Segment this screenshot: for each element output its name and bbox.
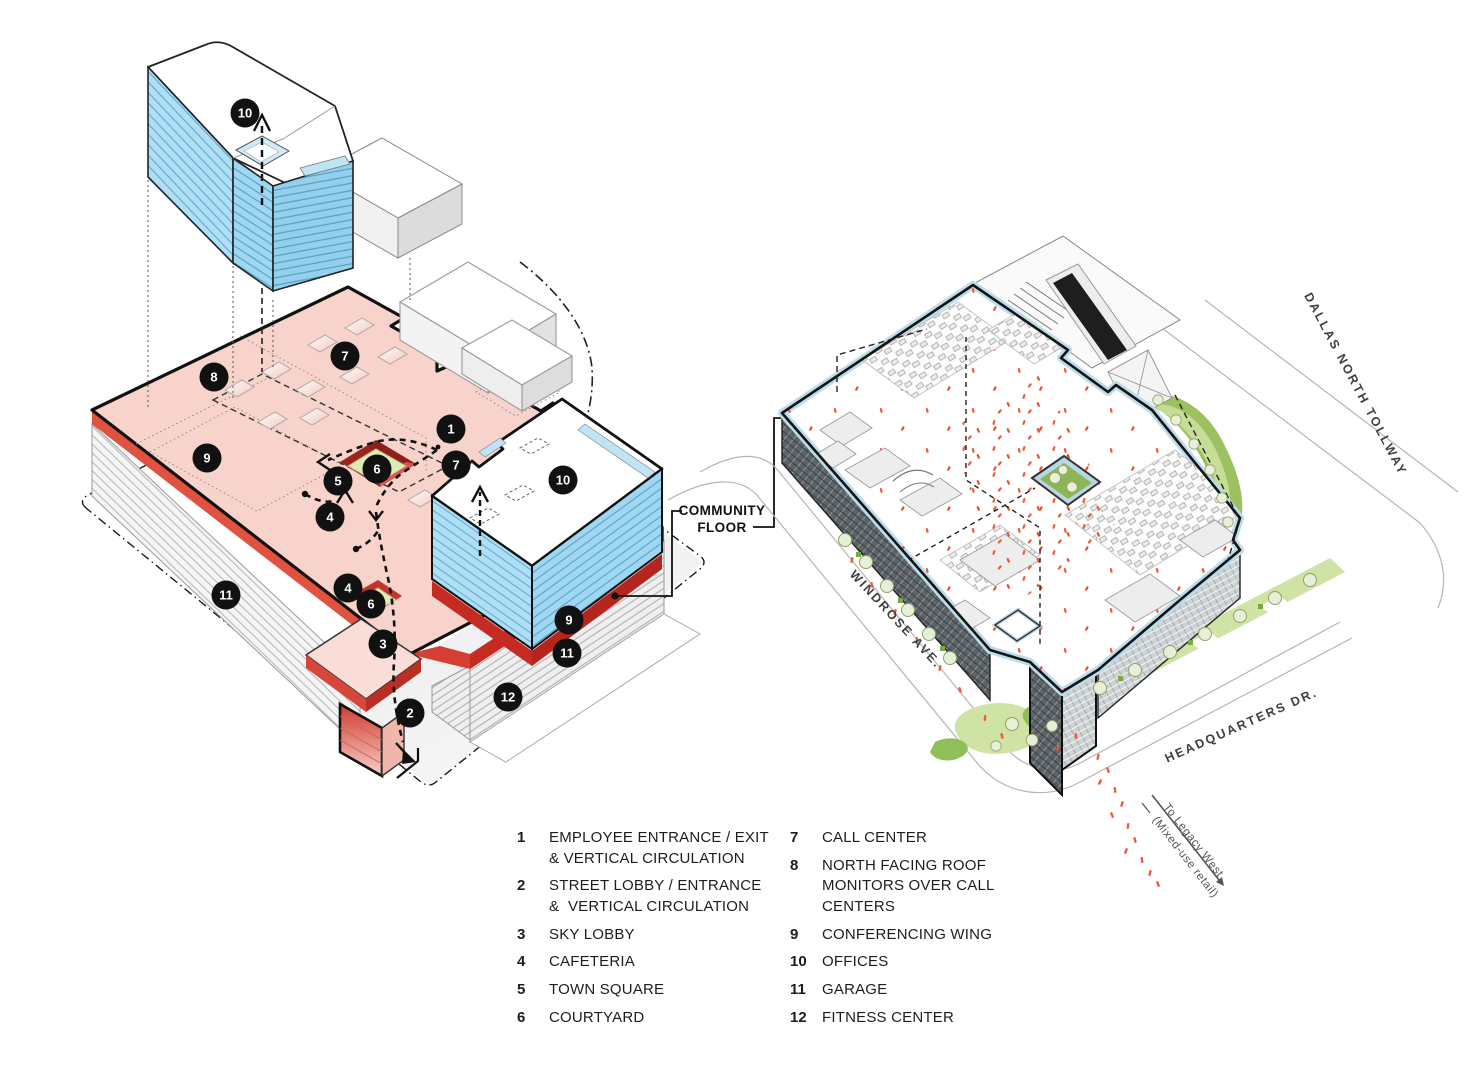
marker-3: 3 bbox=[368, 629, 398, 659]
legend-item-6: 6 COURTYARD bbox=[517, 1008, 777, 1029]
community-floor-label-line2: FLOOR bbox=[697, 520, 746, 535]
street-trees bbox=[838, 394, 1317, 752]
legend-item-number: 12 bbox=[790, 1008, 807, 1026]
svg-text:10: 10 bbox=[556, 473, 570, 488]
legend-item-3: 3 SKY LOBBY bbox=[517, 925, 777, 946]
marker-7: 7 bbox=[441, 450, 471, 480]
community-floor-label-line1: COMMUNITY bbox=[679, 503, 766, 518]
legend-item-10: 10 OFFICES bbox=[790, 952, 1040, 973]
legend-column-1: 1 EMPLOYEE ENTRANCE / EXIT & VERTICAL CIR… bbox=[517, 828, 777, 1036]
marker-7: 7 bbox=[330, 341, 360, 371]
legend-item-12: 12 FITNESS CENTER bbox=[790, 1008, 1040, 1029]
projection-lines bbox=[147, 180, 411, 408]
north-white-building bbox=[398, 261, 574, 412]
legend-item-label: GARAGE bbox=[822, 981, 888, 999]
marker-9: 9 bbox=[554, 605, 584, 635]
marker-11: 11 bbox=[552, 638, 582, 668]
svg-text:1: 1 bbox=[447, 422, 454, 437]
legend-item-number: 1 bbox=[517, 829, 526, 846]
legend-item-number: 5 bbox=[517, 981, 526, 999]
marker-1: 1 bbox=[436, 414, 466, 444]
program-zone-dotted-lines bbox=[127, 335, 562, 512]
svg-text:4: 4 bbox=[326, 510, 334, 525]
svg-text:12: 12 bbox=[501, 690, 515, 705]
marker-5: 5 bbox=[323, 466, 353, 496]
legend-item-label: FITNESS CENTER bbox=[822, 1008, 954, 1026]
legend-item-11: 11 GARAGE bbox=[790, 980, 1040, 1001]
legend-item-2: 2 STREET LOBBY / ENTRANCE & VERTICAL CIRC… bbox=[517, 876, 777, 917]
office-tower-on-plate bbox=[430, 397, 664, 666]
legend-item-1: 1 EMPLOYEE ENTRANCE / EXIT & VERTICAL CIR… bbox=[517, 828, 777, 869]
marker-10: 10 bbox=[548, 465, 578, 495]
legend-item-label: CAFETERIA bbox=[549, 953, 635, 971]
office-tower-exploded bbox=[147, 41, 354, 293]
legend-item-7: 7 CALL CENTER bbox=[790, 828, 1040, 849]
svg-text:5: 5 bbox=[334, 474, 341, 489]
future-phase-dashdot bbox=[519, 261, 594, 453]
legend-item-number: 10 bbox=[790, 953, 807, 971]
marker-12: 12 bbox=[493, 682, 523, 712]
legend-column-2: 7 CALL CENTER 8 NORTH FACING ROOF MONITORS … bbox=[790, 828, 1040, 1036]
svg-text:9: 9 bbox=[565, 613, 572, 628]
legend-item-number: 3 bbox=[517, 925, 526, 943]
legend-item-5: 5 TOWN SQUARE bbox=[517, 980, 777, 1001]
svg-text:7: 7 bbox=[452, 458, 459, 473]
marker-9: 9 bbox=[192, 443, 222, 473]
svg-text:11: 11 bbox=[219, 588, 233, 603]
legend-item-number: 6 bbox=[517, 1008, 526, 1026]
marker-10: 10 bbox=[230, 98, 260, 128]
legend-item-number: 7 bbox=[790, 829, 799, 846]
legend-item-label: CONFERENCING WING bbox=[822, 925, 993, 943]
site-boundary-dashdot bbox=[81, 336, 705, 786]
legend-item-label: NORTH FACING ROOF MONITORS OVER CALL CEN… bbox=[822, 856, 995, 916]
svg-text:11: 11 bbox=[560, 646, 574, 661]
exit-arrowhead bbox=[402, 749, 416, 764]
marker-4: 4 bbox=[333, 573, 363, 603]
marker-2: 2 bbox=[395, 698, 425, 728]
legend-item-4: 4 CAFETERIA bbox=[517, 952, 777, 973]
exit-corner-bracket bbox=[396, 748, 420, 779]
roof-monitors bbox=[224, 317, 438, 508]
marker-6: 6 bbox=[362, 454, 392, 484]
legend-item-8: 8 NORTH FACING ROOF MONITORS OVER CALL CE… bbox=[790, 856, 1040, 918]
property-lines bbox=[836, 328, 1241, 561]
marker-11: 11 bbox=[211, 580, 241, 610]
svg-text:3: 3 bbox=[379, 637, 386, 652]
legend-item-number: 2 bbox=[517, 877, 526, 895]
svg-text:6: 6 bbox=[373, 462, 380, 477]
legend-item-label: CALL CENTER bbox=[822, 829, 928, 846]
community-floor-fascia-sw bbox=[92, 410, 408, 668]
svg-text:7: 7 bbox=[341, 349, 348, 364]
svg-text:4: 4 bbox=[344, 581, 352, 596]
street-label-dallas-north-tollway: DALLAS NORTH TOLLWAY bbox=[1301, 290, 1410, 478]
legend-item-label: SKY LOBBY bbox=[549, 925, 635, 943]
svg-text:2: 2 bbox=[406, 706, 413, 721]
legend-item-label: TOWN SQUARE bbox=[549, 981, 665, 999]
marker-4: 4 bbox=[315, 502, 345, 532]
svg-text:10: 10 bbox=[238, 106, 252, 121]
fascia-joint bbox=[408, 646, 470, 669]
legend-item-number: 4 bbox=[517, 953, 526, 971]
legend-item-label: EMPLOYEE ENTRANCE / EXIT & VERTICAL CIRC… bbox=[549, 829, 769, 867]
legend-item-number: 8 bbox=[790, 856, 799, 874]
legend-item-9: 9 CONFERENCING WING bbox=[790, 925, 1040, 946]
svg-text:6: 6 bbox=[367, 597, 374, 612]
marker-6: 6 bbox=[356, 589, 386, 619]
svg-text:8: 8 bbox=[210, 370, 217, 385]
svg-text:9: 9 bbox=[203, 451, 210, 466]
legend-item-label: COURTYARD bbox=[549, 1008, 645, 1026]
legend-item-number: 11 bbox=[790, 981, 806, 999]
legend-item-label: OFFICES bbox=[822, 953, 889, 971]
building-outline bbox=[780, 283, 1242, 694]
legend-item-label: STREET LOBBY / ENTRANCE & VERTICAL CIRCU… bbox=[549, 877, 762, 916]
legend-item-number: 9 bbox=[790, 925, 799, 943]
marker-8: 8 bbox=[199, 362, 229, 392]
legacy-west-arrow bbox=[1141, 794, 1224, 886]
